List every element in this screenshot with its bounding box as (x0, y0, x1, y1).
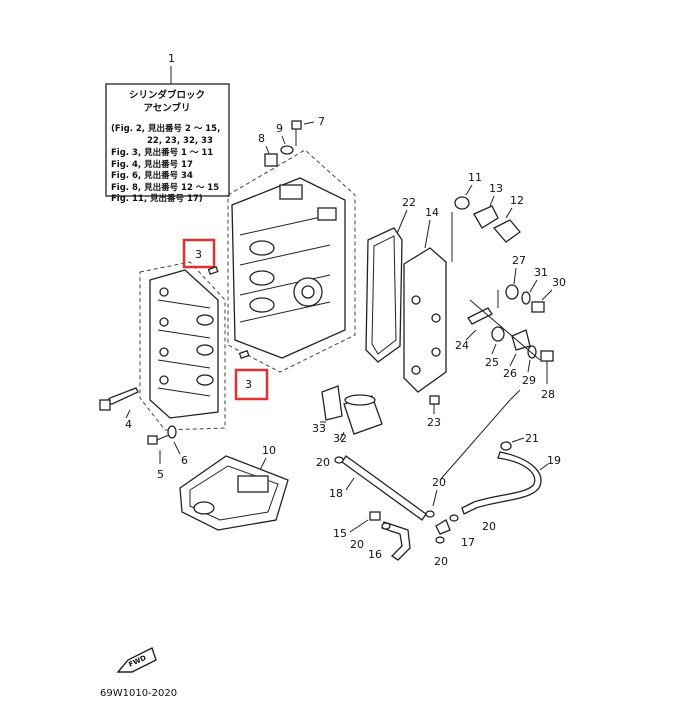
highlight-box-upper (182, 238, 216, 269)
part-gasket-22: 22 (365, 196, 416, 363)
part-clamp-17: 17 (435, 519, 475, 549)
part-thermostat-cover-12: 12 (492, 194, 524, 243)
assembly-title-line1: シリンダブロック (129, 89, 205, 101)
callout-14: 14 (425, 206, 439, 219)
callout-24: 24 (455, 339, 469, 352)
part-crankcase (139, 261, 226, 431)
part-plug-8: 8 (258, 132, 278, 167)
callout-27: 27 (512, 254, 526, 267)
assembly-note-6: Fig. 8, 見出番号 12 ～ 15 (111, 182, 219, 193)
callout-20-a: 20 (316, 456, 330, 469)
callout-13: 13 (489, 182, 503, 195)
part-hose-16: 16 (368, 521, 411, 561)
part-bolt-5: 5 (147, 431, 177, 481)
callout-19: 19 (547, 454, 561, 467)
assembly-info-box: 1 シリンダブロック アセンブリ (Fig. 2, 見出番号 2 ～ 15, 2… (105, 52, 230, 204)
part-anode-27: 27 (505, 254, 526, 300)
callout-3-upper: 3 (195, 248, 202, 261)
part-bolt-28: 28 (540, 350, 555, 401)
part-clip-20-right: 20 (449, 514, 496, 533)
part-union-33: 33 (312, 385, 343, 435)
callout-4: 4 (125, 418, 132, 431)
callout-30: 30 (552, 276, 566, 289)
callout-20-e: 20 (482, 520, 496, 533)
part-cylinder-block (227, 149, 356, 373)
part-pin-24: 24 (455, 307, 493, 352)
part-dowel-pin-upper: 3 (182, 238, 219, 276)
callout-25: 25 (485, 356, 499, 369)
callout-10: 10 (262, 444, 276, 457)
callout-32: 32 (333, 432, 347, 445)
callout-12: 12 (510, 194, 524, 207)
part-bolt-4: 4 (99, 387, 139, 431)
callout-3-lower: 3 (245, 378, 252, 391)
callout-20-d: 20 (434, 555, 448, 568)
assembly-note-2: 22, 23, 32, 33 (147, 136, 213, 146)
callout-6: 6 (181, 454, 188, 467)
part-gasket-13: 13 (473, 182, 503, 229)
callout-21: 21 (525, 432, 539, 445)
callout-18: 18 (329, 487, 343, 500)
callout-15: 15 (333, 527, 347, 540)
assembly-note-7: Fig. 11, 見出番号 17) (111, 193, 203, 204)
callout-20-b: 20 (350, 538, 364, 551)
part-cover-14: 14 (403, 206, 447, 393)
callout-7: 7 (318, 115, 325, 128)
part-washer-31: 31 (521, 266, 548, 305)
part-bolt-23: 23 (427, 395, 441, 429)
callout-33: 33 (312, 422, 326, 435)
highlight-box-lower (234, 368, 269, 401)
callout-23: 23 (427, 416, 441, 429)
assembly-note-5: Fig. 6, 見出番号 34 (111, 170, 193, 181)
part-fitting-15: 15 (333, 511, 381, 540)
assembly-title-line2: アセンブリ (143, 102, 190, 114)
assembly-note-4: Fig. 4, 見出番号 17 (111, 159, 193, 170)
part-washer-9: 9 (276, 122, 294, 155)
assembly-note-3: Fig. 3, 見出番号 1 ～ 11 (111, 147, 213, 158)
part-washer-29: 29 (522, 345, 537, 387)
part-anode-26: 26 (503, 329, 531, 380)
part-gasket-10: 10 (179, 444, 289, 531)
callout-9: 9 (276, 122, 283, 135)
callout-5: 5 (157, 468, 164, 481)
callout-16: 16 (368, 548, 382, 561)
fwd-arrow-icon: FWD (116, 647, 157, 673)
part-plug-11: 11 (454, 171, 482, 210)
part-clip-20-bottom: 20 (434, 536, 448, 568)
relation-lines (439, 212, 541, 481)
part-clip-21: 21 (500, 432, 539, 451)
part-dowel-pin-lower: 3 (234, 349, 269, 401)
callout-17: 17 (461, 536, 475, 549)
part-clip-20-top: 20 (316, 456, 344, 469)
part-bolt-30: 30 (531, 276, 566, 313)
part-oil-filter-32: 32 (333, 394, 383, 445)
part-washer-25: 25 (485, 326, 505, 369)
part-clip-20-left: 20 (350, 522, 391, 551)
callout-20-c: 20 (432, 476, 446, 489)
callout-28: 28 (541, 388, 555, 401)
part-clip-20-mid: 20 (425, 476, 446, 518)
diagram-code: 69W1010-2020 (100, 688, 177, 699)
callout-11: 11 (468, 171, 482, 184)
callout-29: 29 (522, 374, 536, 387)
part-bolt-7: 7 (291, 115, 325, 146)
callout-1: 1 (168, 52, 175, 65)
part-hose-18: 18 (329, 455, 427, 521)
part-washer-6: 6 (167, 425, 188, 467)
callout-31: 31 (534, 266, 548, 279)
callout-22: 22 (402, 196, 416, 209)
assembly-note-1: (Fig. 2, 見出番号 2 ～ 15, (111, 123, 220, 134)
callout-26: 26 (503, 367, 517, 380)
part-hose-19: 19 (461, 451, 561, 515)
callout-8: 8 (258, 132, 265, 145)
